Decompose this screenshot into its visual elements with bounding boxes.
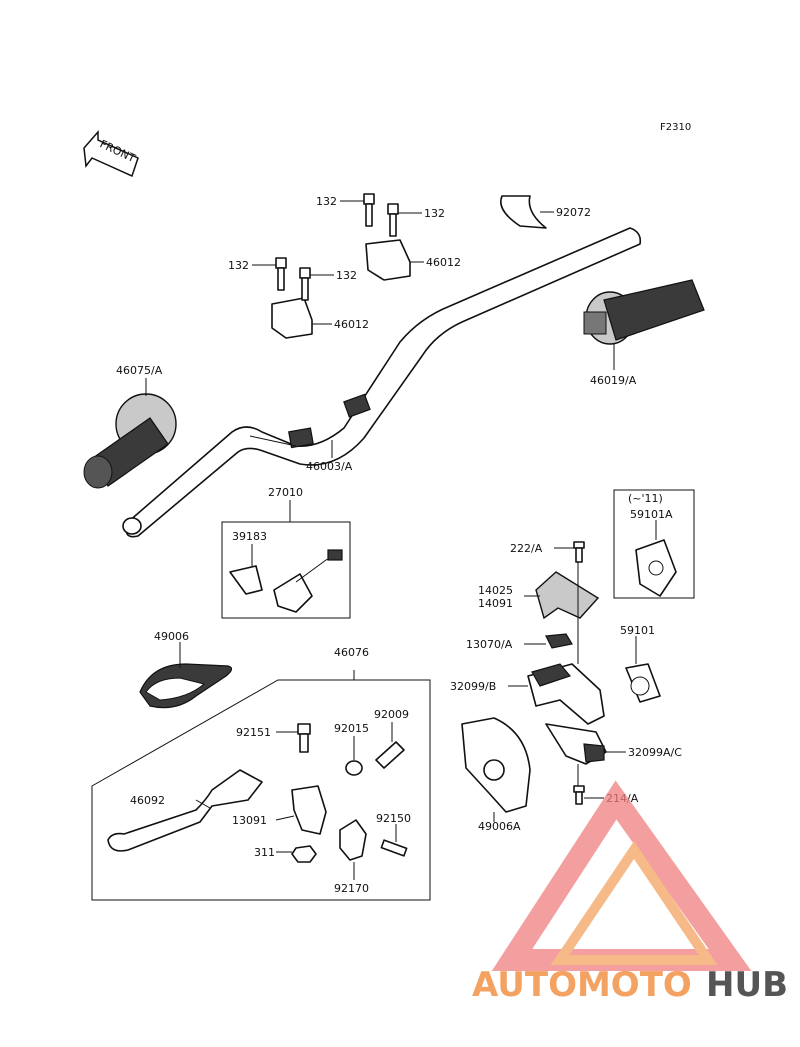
label-92151: 92151 [236,726,271,739]
label-222A: 222/A [510,542,543,555]
cover-49006A [461,717,531,813]
handlebar-holder-upper [365,239,411,281]
switch-39183 [229,549,343,613]
label-13091: 13091 [232,814,267,827]
label-132-a: 132 [316,195,337,208]
handlebar-holder-lower [271,297,313,339]
watermark-logo [491,780,752,971]
label-92009: 92009 [374,708,409,721]
front-arrow-icon: FRONT [83,130,139,178]
label-311: 311 [254,846,275,859]
bolt-92150 [380,839,408,857]
plate-14025 [535,571,600,620]
bolt-132-b [387,203,399,237]
label-46012-upper: 46012 [426,256,461,269]
bolt-132-c [275,257,287,291]
label-92015: 92015 [334,722,369,735]
label-14025: 14025 [478,584,513,597]
handlebar [122,227,642,538]
left-grip [83,393,177,489]
box-46076 [91,670,431,901]
label-46003A: 46003/A [306,460,353,473]
label-46019A: 46019/A [590,374,637,387]
bolt-132-a [363,193,375,227]
figure-code: F2310 [660,122,691,133]
adjuster-92009 [375,741,405,769]
leader-lines [145,200,657,880]
bolt-132-d [299,267,311,301]
watermark-text-secondary: HUB [706,965,788,1005]
clamp-92072 [500,195,547,229]
part-labels: 132 132 132 132 92072 46012 46012 46075/… [116,195,682,895]
year-note: (~'11) [628,492,663,505]
screw-222A [573,541,585,563]
box-59101A [613,489,695,599]
cover-49006 [139,663,233,709]
label-132-c: 132 [228,259,249,272]
label-92170: 92170 [334,882,369,895]
holder-13091 [291,785,327,835]
label-92150: 92150 [376,812,411,825]
label-49006: 49006 [154,630,189,643]
label-49006A: 49006A [478,820,521,833]
housing-32099B [527,663,605,725]
label-59101: 59101 [620,624,655,637]
label-46012-lower: 46012 [334,318,369,331]
bolt-92151 [297,723,311,753]
lever-46092 [107,769,263,852]
label-132-d: 132 [336,269,357,282]
label-32099B: 32099/B [450,680,496,693]
screw-214A [573,785,585,805]
clamp-59101 [625,663,661,703]
collar-92015 [345,760,363,776]
label-46092: 46092 [130,794,165,807]
label-46076: 46076 [334,646,369,659]
clamp-59101A [635,539,677,597]
label-39183: 39183 [232,530,267,543]
label-59101A: 59101A [630,508,673,521]
nut-13070A [545,633,573,649]
label-14091: 14091 [478,597,513,610]
clamp-92170 [339,819,367,861]
housing-32099AC [545,723,607,765]
label-27010: 27010 [268,486,303,499]
watermark-text-primary: AUTOMOTO [472,965,692,1005]
right-grip [583,279,705,345]
box-27010 [221,500,351,619]
label-13070A: 13070/A [466,638,513,651]
label-132-b: 132 [424,207,445,220]
label-46075A: 46075/A [116,364,163,377]
label-92072: 92072 [556,206,591,219]
label-32099AC: 32099A/C [628,746,682,759]
nut-311 [291,845,317,863]
